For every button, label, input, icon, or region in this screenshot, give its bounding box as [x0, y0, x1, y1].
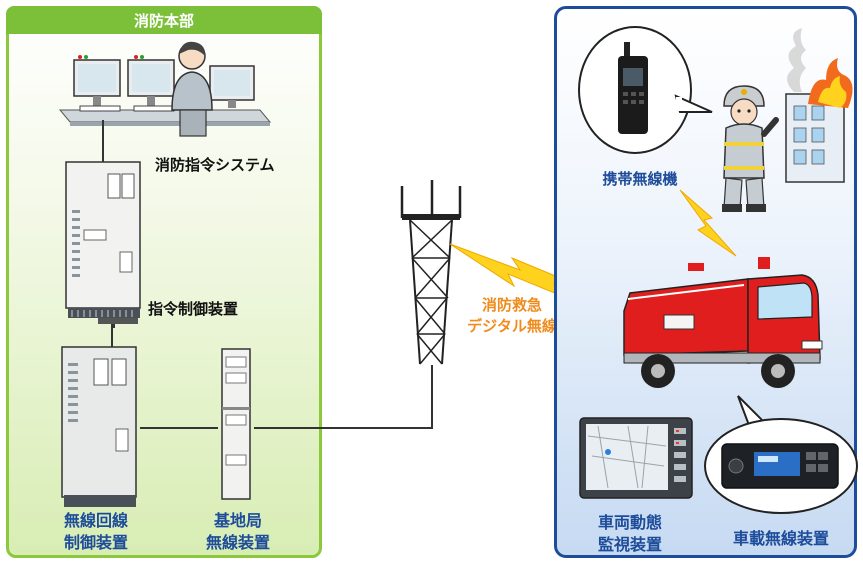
- radio-wave-icon-2: [679, 189, 737, 257]
- vehicle-monitor-icon: [579, 417, 693, 499]
- vehicle-radio-icon: [721, 443, 839, 489]
- fire-truck-icon: [623, 257, 823, 388]
- radio-line-control-rack-illustration: [61, 346, 137, 507]
- command-control-rack-illustration: [65, 161, 141, 328]
- vehicle-radio-label: 車載無線装置: [732, 529, 829, 548]
- dispatch-console-illustration: [58, 41, 272, 137]
- radio-line-control-label: 無線回線 制御装置: [63, 511, 128, 552]
- console-cable: [102, 120, 104, 165]
- radio-tower-icon: [400, 180, 462, 365]
- portable-radio-label: 携帯無線機: [602, 170, 678, 188]
- monitor-icon: [73, 55, 121, 106]
- rack-connector: [98, 318, 138, 348]
- firefighter-icon: [722, 85, 779, 212]
- operator-icon: [171, 41, 213, 137]
- digital-radio-link-label: 消防救急 デジタル無線: [467, 296, 557, 335]
- command-control-label: 指令制御装置: [148, 300, 239, 318]
- bubble-tail: [674, 94, 713, 113]
- vehicle-monitor-label: 車両動態 監視装置: [597, 513, 662, 554]
- portable-radio-icon: [618, 42, 648, 134]
- burning-building-icon: [785, 28, 853, 183]
- base-station-label: 基地局 無線装置: [205, 511, 270, 552]
- headquarters-panel: [6, 6, 322, 558]
- headquarters-title: 消防本部: [6, 6, 322, 34]
- dispatch-system-label: 消防指令システム: [155, 156, 275, 174]
- base-station-illustration: [221, 348, 251, 500]
